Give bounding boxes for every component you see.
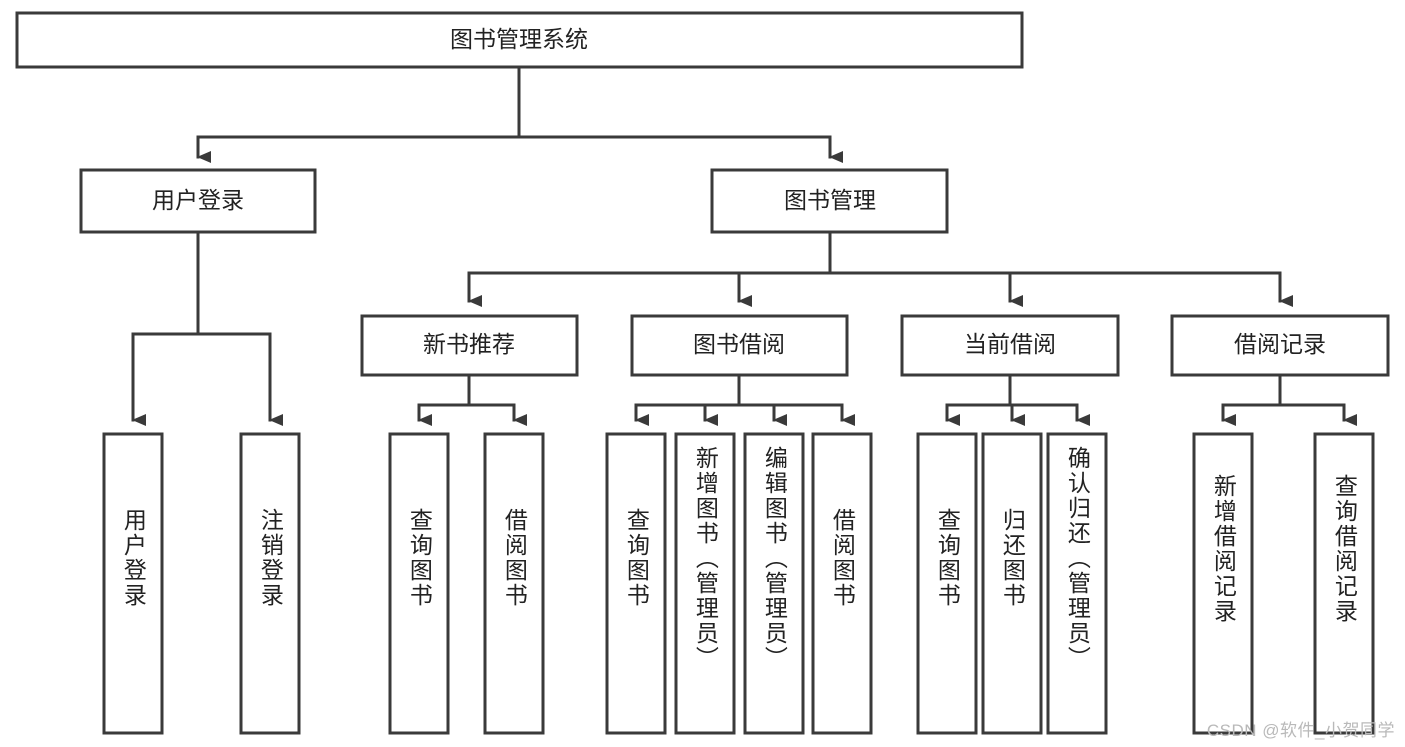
leaf-box-current-borrow-1[interactable]	[916, 432, 978, 735]
node-user-login-label: 用户登录	[152, 187, 244, 213]
connectors	[131, 65, 1357, 426]
node-book-mgmt[interactable]: 图书管理	[710, 168, 949, 234]
node-book-borrow-label: 图书借阅	[693, 331, 785, 357]
node-user-login[interactable]: 用户登录	[79, 168, 317, 234]
node-current-borrow-box[interactable]	[900, 314, 1120, 377]
leaf-box-book-borrow-2[interactable]	[674, 432, 736, 735]
node-new-book-recommend-label: 新书推荐	[423, 331, 515, 357]
leaf-box-book-borrow-3[interactable]	[743, 432, 805, 735]
node-new-book-recommend[interactable]: 新书推荐	[360, 314, 579, 377]
leaf-box-new-book-1[interactable]	[388, 432, 450, 735]
node-book-mgmt-box[interactable]	[710, 168, 949, 234]
leaf-box-current-borrow-3[interactable]	[1046, 432, 1108, 735]
node-root-label: 图书管理系统	[450, 26, 588, 52]
node-book-mgmt-label: 图书管理	[784, 187, 876, 213]
leaf-box-borrow-record-2[interactable]	[1313, 432, 1375, 735]
leaf-box-book-borrow-4[interactable]	[811, 432, 873, 735]
node-current-borrow[interactable]: 当前借阅	[900, 314, 1120, 377]
leaf-box-user-login-2[interactable]	[239, 432, 301, 735]
leaf-box-new-book-2[interactable]	[483, 432, 545, 735]
node-borrow-record[interactable]: 借阅记录	[1170, 314, 1390, 377]
node-root[interactable]: 图书管理系统	[15, 11, 1024, 69]
leaf-box-book-borrow-1[interactable]	[605, 432, 667, 735]
node-new-book-recommend-box[interactable]	[360, 314, 579, 377]
node-book-borrow[interactable]: 图书借阅	[630, 314, 849, 377]
node-current-borrow-label: 当前借阅	[964, 331, 1056, 357]
leaf-box-user-login-1[interactable]	[102, 432, 164, 735]
leaf-box-borrow-record-1[interactable]	[1192, 432, 1254, 735]
leaf-boxes	[102, 432, 1375, 735]
node-borrow-record-box[interactable]	[1170, 314, 1390, 377]
csdn-watermark: CSDN @软件_小贺同学	[1206, 721, 1395, 740]
node-root-box[interactable]	[15, 11, 1024, 69]
node-book-borrow-box[interactable]	[630, 314, 849, 377]
node-borrow-record-label: 借阅记录	[1234, 331, 1326, 357]
leaf-box-current-borrow-2[interactable]	[981, 432, 1043, 735]
node-user-login-box[interactable]	[79, 168, 317, 234]
